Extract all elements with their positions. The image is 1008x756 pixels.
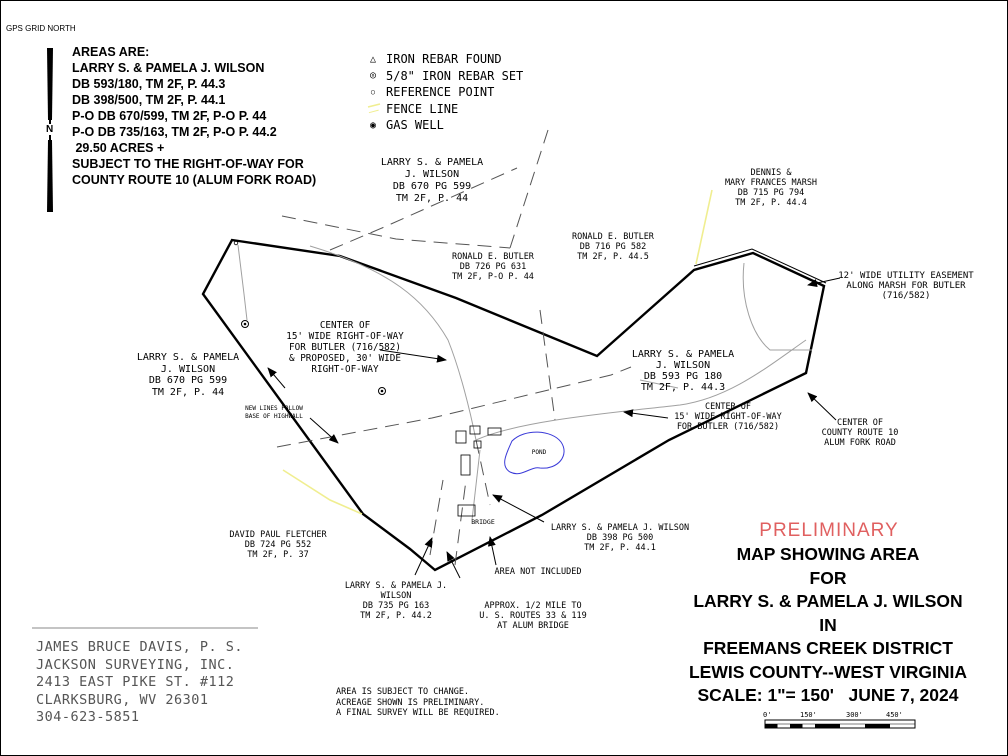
fence-lines <box>282 103 713 515</box>
legend-label: FENCE LINE <box>386 101 459 116</box>
areas-line: SUBJECT TO THE RIGHT-OF-WAY FOR <box>72 157 304 171</box>
reference-point-icon: ○ <box>370 88 376 97</box>
pond-outline <box>504 431 565 475</box>
surveyor-block: JAMES BRUCE DAVIS, P. S. JACKSON SURVEYI… <box>36 639 243 727</box>
note-line: ACREAGE SHOWN IS PRELIMINARY. <box>336 697 485 708</box>
areas-line: DB 398/500, TM 2F, P. 44.1 <box>72 93 226 107</box>
label-butler-726: RONALD E. BUTLER DB 726 PG 631 TM 2F, P-… <box>452 252 534 282</box>
title-block: MAP SHOWING AREA FOR LARRY S. & PAMELA J… <box>650 543 1006 708</box>
label-wilson-735: LARRY S. & PAMELA J. WILSON DB 735 PG 16… <box>344 581 448 621</box>
scale-label: 0' <box>763 711 772 719</box>
title-line: LARRY S. & PAMELA J. WILSON <box>693 591 963 611</box>
label-wilson-398: LARRY S. & PAMELA J. WILSON DB 398 PG 50… <box>550 523 690 553</box>
legend-row: ◉ GAS WELL <box>368 117 523 134</box>
scale-label: 150' <box>800 711 817 719</box>
legend-label: GAS WELL <box>386 118 444 133</box>
areas-line: AREAS ARE: <box>72 45 150 59</box>
label-marsh: DENNIS & MARY FRANCES MARSH DB 715 PG 79… <box>724 168 818 208</box>
legend-row: ○ REFERENCE POINT <box>368 84 523 101</box>
reference-point-icon <box>233 240 239 246</box>
label-alum-bridge: APPROX. 1/2 MILE TO U. S. ROUTES 33 & 11… <box>479 601 587 631</box>
gas-well-icon: ◉ <box>369 119 377 131</box>
label-bridge: BRIDGE <box>471 518 495 526</box>
buildings <box>455 425 502 517</box>
areas-block: AREAS ARE: LARRY S. & PAMELA J. WILSON D… <box>72 44 316 188</box>
scale-bar <box>764 719 916 729</box>
label-butler-716: RONALD E. BUTLER DB 716 PG 582 TM 2F, P.… <box>572 232 654 262</box>
surveyor-line: JAMES BRUCE DAVIS, P. S. <box>36 639 244 655</box>
legend-row: FENCE LINE <box>367 101 523 118</box>
fence-line-icon <box>367 104 379 114</box>
legend-label: REFERENCE POINT <box>386 85 495 100</box>
surveyor-line: 2413 EAST PIKE ST. #112 <box>36 674 235 690</box>
label-center-row-right: CENTER OF 15' WIDE RIGHT-OF-WAY FOR BUTL… <box>674 402 782 432</box>
preliminary-stamp: PRELIMINARY <box>759 520 899 541</box>
legend: △ IRON REBAR FOUND ◎ 5/8" IRON REBAR SET… <box>367 51 523 134</box>
road-lines <box>237 244 812 521</box>
preliminary-note: AREA IS SUBJECT TO CHANGE. ACREAGE SHOWN… <box>336 687 500 719</box>
surveyor-line: JACKSON SURVEYING, INC. <box>36 656 235 673</box>
scale-label: 300' <box>846 711 863 719</box>
label-new-lines: NEW LINES FOLLOW BASE OF HIGHWALL <box>245 405 303 420</box>
note-line: AREA IS SUBJECT TO CHANGE. <box>336 687 470 697</box>
legend-row: △ IRON REBAR FOUND <box>368 51 523 68</box>
label-wilson-670-top: LARRY S. & PAMELA J. WILSON DB 670 PG 59… <box>380 157 484 204</box>
label-center-route-10: CENTER OF COUNTY ROUTE 10 ALUM FORK ROAD <box>821 418 899 448</box>
label-pond: POND <box>531 449 547 456</box>
areas-line: COUNTY ROUTE 10 (ALUM FORK ROAD) <box>72 173 317 187</box>
label-fletcher: DAVID PAUL FLETCHER DB 724 PG 552 TM 2F,… <box>229 530 327 560</box>
areas-line: P-O DB 735/163, TM 2F, P-O P. 44.2 <box>72 125 277 139</box>
property-boundary <box>201 238 826 572</box>
iron-rebar-found-icon: △ <box>369 53 377 65</box>
scale-label: 450' <box>886 711 903 719</box>
legend-row: ◎ 5/8" IRON REBAR SET <box>368 68 523 85</box>
surveyor-line: 304-623-5851 <box>36 709 140 725</box>
title-line: FOR <box>809 567 847 588</box>
label-center-row-15: CENTER OF 15' WIDE RIGHT-OF-WAY FOR BUTL… <box>286 320 404 375</box>
title-line: IN <box>819 614 837 635</box>
title-line: LEWIS COUNTY--WEST VIRGINIA <box>688 661 968 682</box>
title-line: MAP SHOWING AREA <box>736 544 920 564</box>
areas-line: 29.50 ACRES + <box>72 141 165 155</box>
label-area-not-included: AREA NOT INCLUDED <box>494 567 582 577</box>
note-line: A FINAL SURVEY WILL BE REQUIRED. <box>336 708 500 718</box>
legend-label: 5/8" IRON REBAR SET <box>386 68 524 83</box>
areas-line: LARRY S. & PAMELA J. WILSON <box>72 61 265 75</box>
gas-well-icon <box>241 320 249 328</box>
label-wilson-593: LARRY S. & PAMELA J. WILSON DB 593 PG 18… <box>631 349 735 393</box>
areas-line: DB 593/180, TM 2F, P. 44.3 <box>72 77 226 91</box>
areas-line: P-O DB 670/599, TM 2F, P-O P. 44 <box>72 109 267 123</box>
leader-arrows <box>267 277 841 579</box>
iron-rebar-set-icon: ◎ <box>369 70 377 82</box>
title-line: SCALE: 1"= 150' JUNE 7, 2024 <box>697 685 959 705</box>
label-utility-easement: 12' WIDE UTILITY EASEMENT ALONG MARSH FO… <box>838 271 974 301</box>
surveyor-line: CLARKSBURG, WV 26301 <box>36 691 209 708</box>
gas-well-icon <box>378 387 386 395</box>
legend-label: IRON REBAR FOUND <box>386 52 502 67</box>
label-wilson-670-left: LARRY S. & PAMELA J. WILSON DB 670 PG 59… <box>136 352 240 398</box>
north-letter: N <box>46 124 54 135</box>
title-line: FREEMANS CREEK DISTRICT <box>703 638 953 658</box>
north-label: GPS GRID NORTH <box>6 24 76 33</box>
